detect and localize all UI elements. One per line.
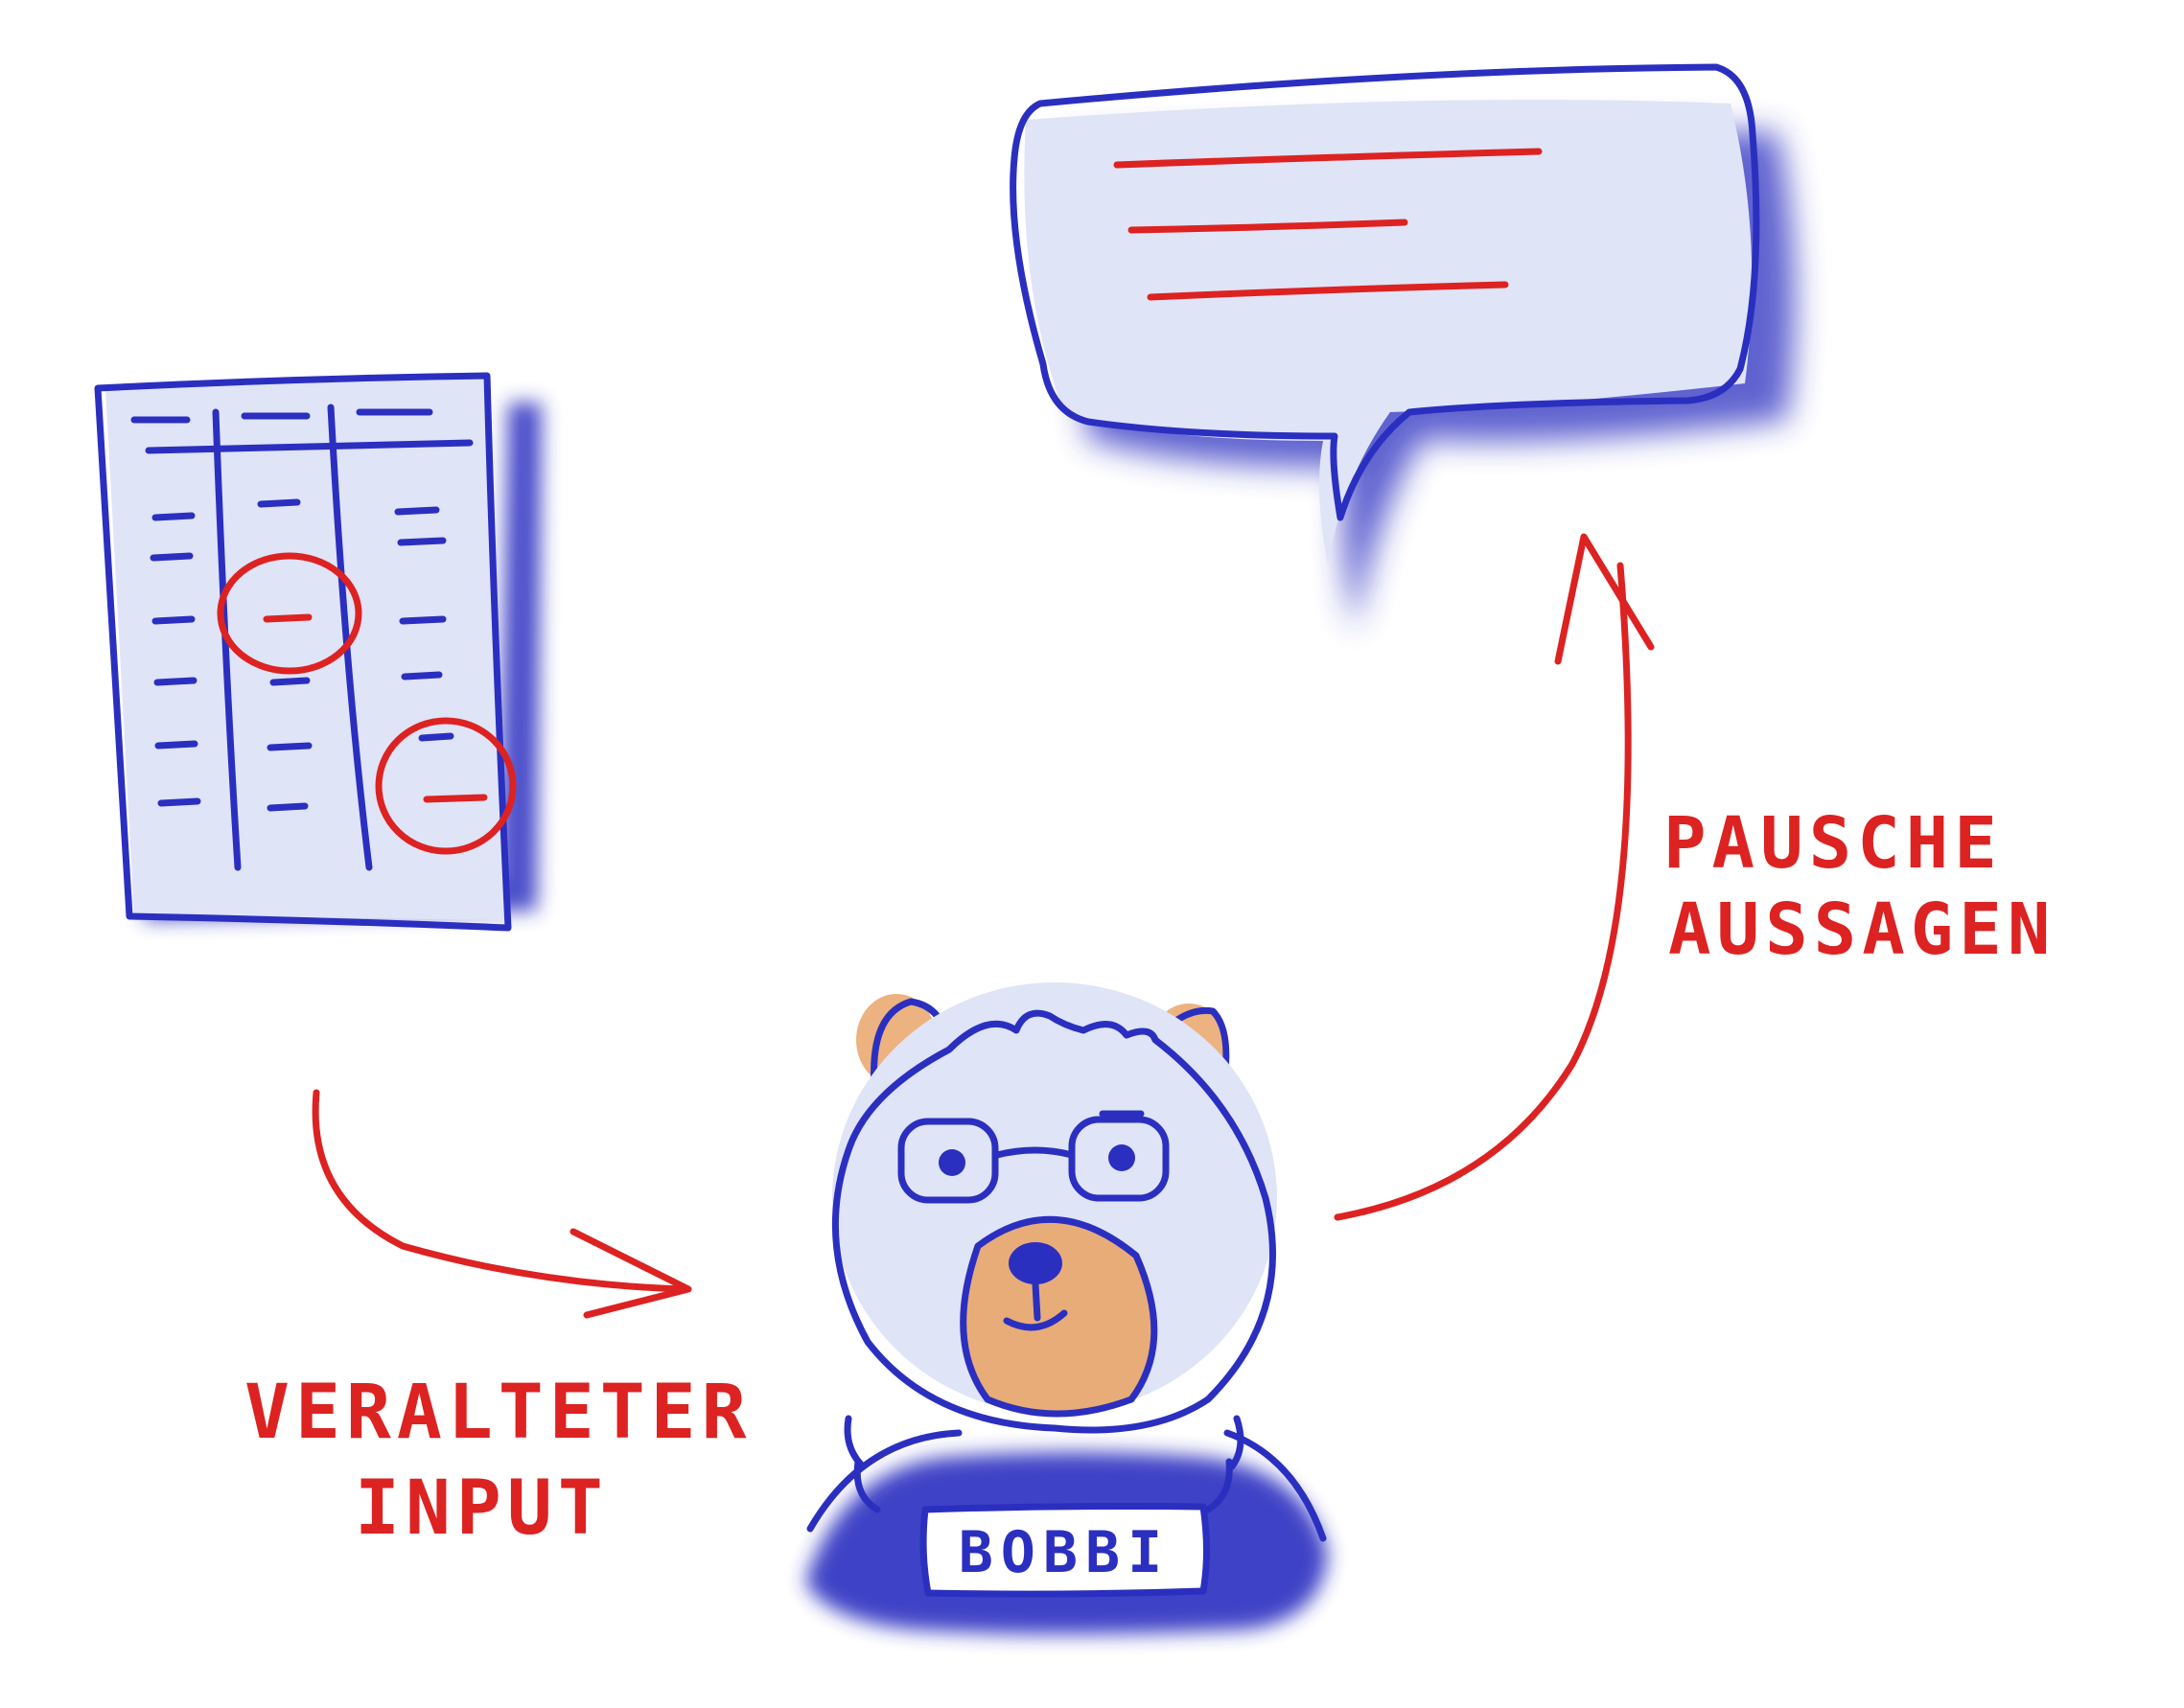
input-label-line2: INPUT — [355, 1466, 609, 1552]
input-label: VERALTETER INPUT — [244, 1370, 753, 1552]
table-document-icon — [94, 372, 542, 932]
output-label-line2: AUSSAGEN — [1668, 889, 2056, 971]
output-arrow — [1334, 533, 1655, 1221]
input-arrow — [312, 1089, 692, 1319]
bear-name-tag: BOBBI — [959, 1519, 1171, 1586]
bear-character-icon: BOBBI — [805, 982, 1328, 1634]
speech-bubble-icon — [1010, 63, 1795, 632]
input-label-line1: VERALTETER — [244, 1370, 753, 1456]
output-label-line1: PAUSCHE — [1663, 802, 2003, 885]
output-label: PAUSCHE AUSSAGEN — [1663, 802, 2056, 971]
